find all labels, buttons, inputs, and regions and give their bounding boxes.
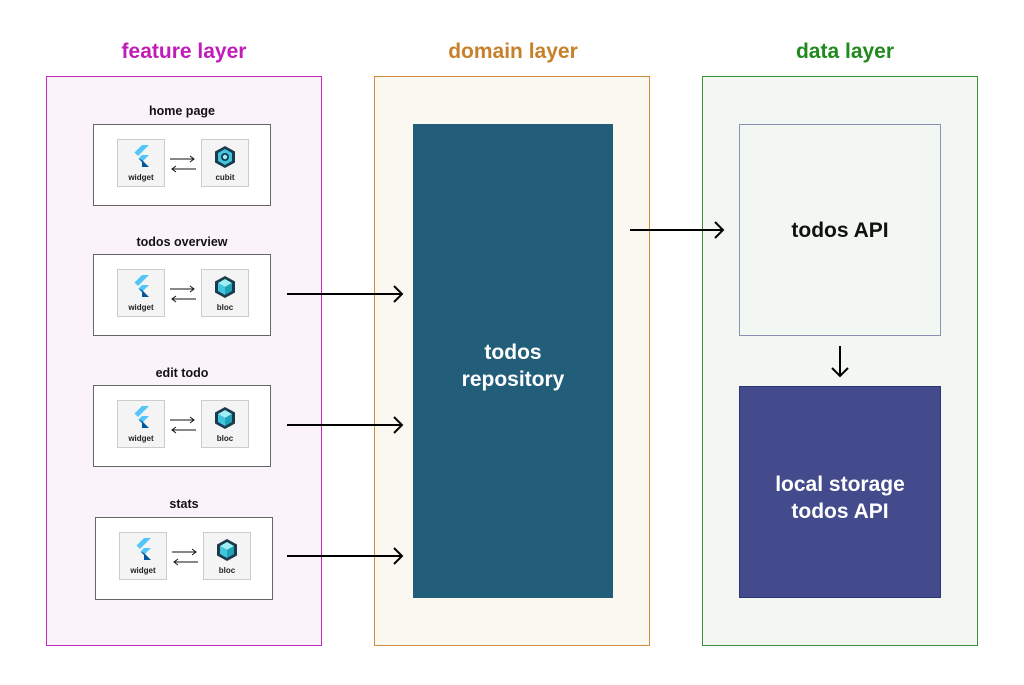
storage-label-line1: local storage [775, 473, 905, 496]
bloc-tile: bloc [201, 400, 249, 448]
flutter-icon [136, 538, 151, 560]
widget-tile: widget [117, 139, 165, 187]
exchange-arrows-icon [170, 155, 196, 173]
todos-api-block: todos API [739, 124, 941, 336]
todos-repository-block: todos repository [413, 124, 613, 598]
widget-label: widget [128, 434, 154, 443]
storage-label-line2: todos API [791, 500, 889, 523]
bloc-label: bloc [216, 434, 234, 443]
bloc-label: bloc [218, 566, 236, 575]
repository-label-line1: todos [484, 341, 542, 364]
flutter-icon [134, 275, 149, 297]
feature-layer-title: feature layer [121, 40, 247, 63]
arrow-repository-to-todos-api [630, 221, 725, 239]
cubit-icon [215, 146, 235, 168]
exchange-arrows-icon [170, 416, 196, 434]
data-layer-title: data layer [795, 40, 895, 63]
bloc-tile: bloc [201, 269, 249, 317]
bloc-icon [215, 407, 235, 429]
bloc-label: bloc [216, 303, 234, 312]
todos-repository-label: todos repository [413, 339, 613, 393]
bloc-icon [215, 276, 235, 298]
exchange-arrows-icon [170, 285, 196, 303]
widget-tile: widget [117, 400, 165, 448]
feature-card-edit-todo: widget bloc [93, 385, 271, 467]
arrow-stats-to-repository [287, 547, 404, 565]
arrow-todos-overview-to-repository [287, 285, 404, 303]
repository-label-line2: repository [461, 368, 565, 391]
widget-label: widget [128, 173, 154, 182]
feature-label-stats: stats [169, 497, 199, 511]
feature-card-stats: widget bloc [95, 517, 273, 600]
widget-label: widget [130, 566, 156, 575]
bloc-tile: bloc [203, 532, 251, 580]
local-storage-api-block: local storage todos API [739, 386, 941, 598]
widget-tile: widget [119, 532, 167, 580]
arrow-todos-api-to-local-storage [831, 346, 849, 378]
feature-label-edit-todo: edit todo [155, 366, 209, 380]
domain-layer-title: domain layer [448, 40, 578, 63]
widget-label: widget [128, 303, 154, 312]
cubit-label: cubit [215, 173, 235, 182]
exchange-arrows-icon [172, 548, 198, 566]
bloc-icon [217, 539, 237, 561]
flutter-icon [134, 406, 149, 428]
todos-api-label: todos API [791, 219, 889, 242]
widget-tile: widget [117, 269, 165, 317]
flutter-icon [134, 145, 149, 167]
feature-label-todos-overview: todos overview [136, 235, 228, 249]
cubit-tile: cubit [201, 139, 249, 187]
feature-card-todos-overview: widget bloc [93, 254, 271, 336]
arrow-edit-todo-to-repository [287, 416, 404, 434]
feature-label-home-page: home page [149, 104, 215, 118]
local-storage-api-label: local storage todos API [740, 471, 940, 525]
feature-card-home-page: widget cubit [93, 124, 271, 206]
